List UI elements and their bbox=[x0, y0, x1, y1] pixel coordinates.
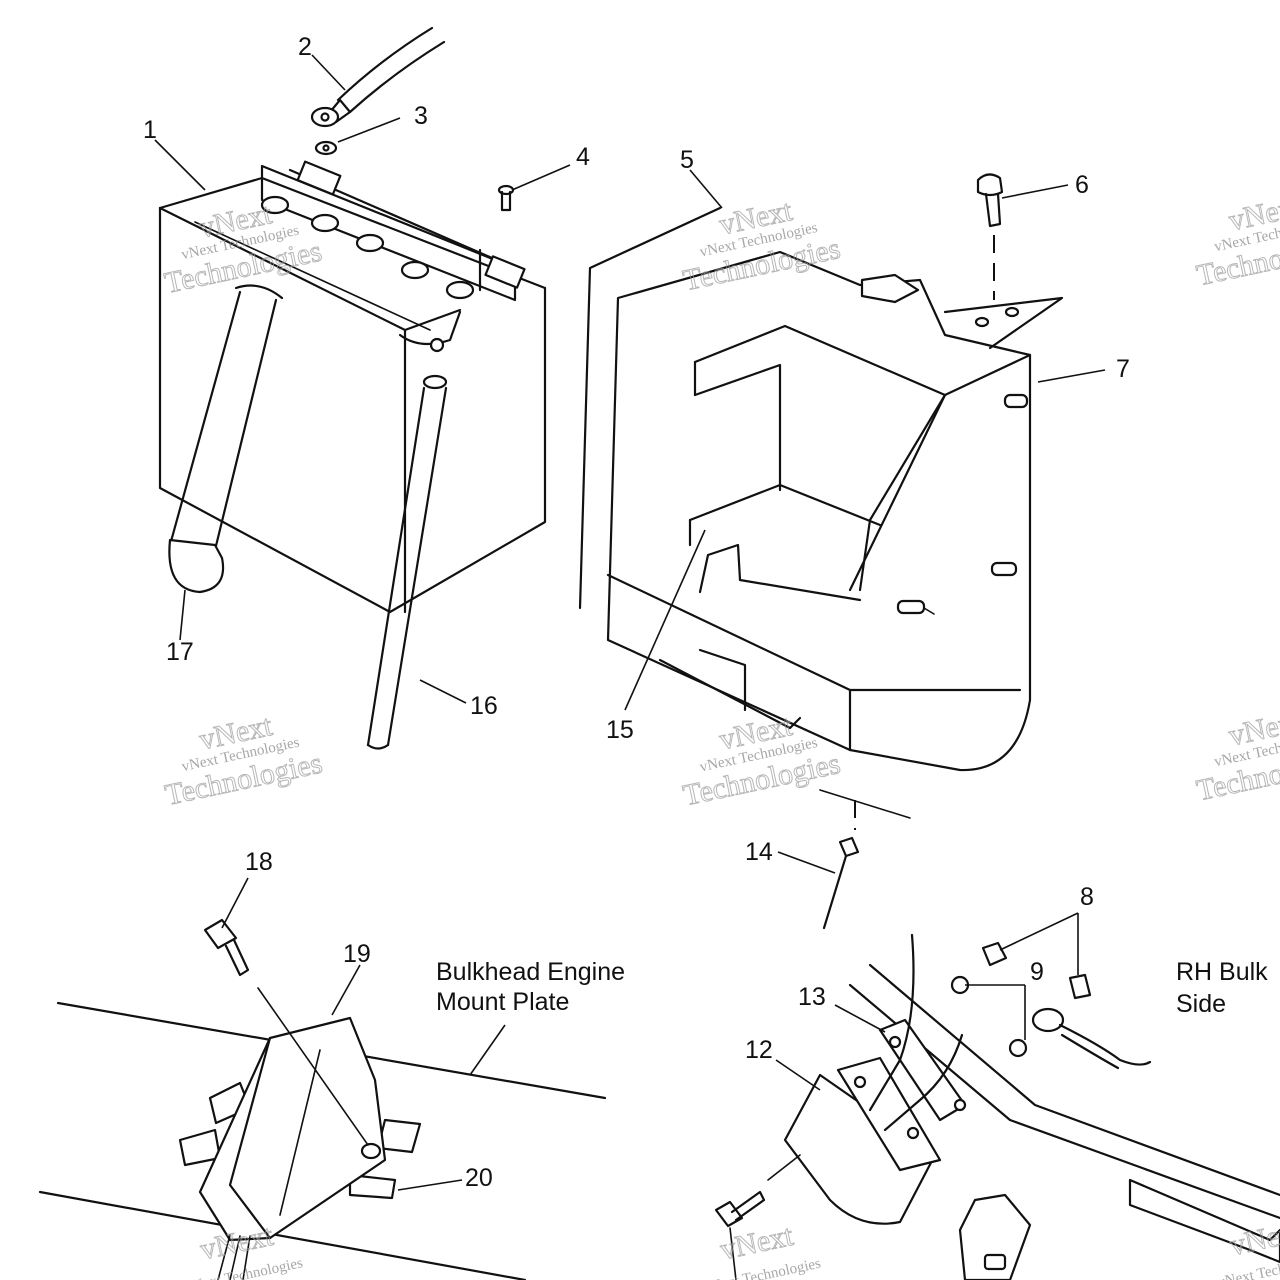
callout-2: 2 bbox=[298, 33, 312, 61]
callout-5: 5 bbox=[680, 146, 694, 174]
callout-15: 15 bbox=[606, 716, 634, 744]
callout-19: 19 bbox=[343, 940, 371, 968]
callout-9: 9 bbox=[1030, 958, 1044, 986]
bolt-4 bbox=[497, 184, 515, 212]
watermark-8: vNext vNext Technologies bbox=[702, 1218, 823, 1280]
solenoid-assembly bbox=[783, 933, 1280, 1280]
callout-17: 17 bbox=[166, 638, 194, 666]
callout-3: 3 bbox=[414, 102, 428, 130]
battery-strap bbox=[168, 284, 284, 594]
watermark-5: vNext vNext Technologies Technologies bbox=[680, 708, 844, 812]
battery-box bbox=[578, 206, 1064, 772]
note-bulkhead-line1: Bulkhead Engine bbox=[436, 958, 625, 986]
bolt-solenoid bbox=[714, 1154, 801, 1280]
watermark-1: vNext vNext Technologies Technologies bbox=[161, 197, 325, 301]
callout-1: 1 bbox=[143, 116, 157, 144]
svg-text:vNext: vNext bbox=[197, 1219, 276, 1267]
note-rh-line1: RH Bulk bbox=[1176, 958, 1268, 986]
callout-12: 12 bbox=[745, 1036, 773, 1064]
callout-7: 7 bbox=[1116, 355, 1130, 383]
callout-8: 8 bbox=[1080, 883, 1094, 911]
rivet-14 bbox=[819, 789, 911, 930]
bulkhead-plate bbox=[38, 1001, 607, 1280]
watermark-3: vNext vNext Technologies Technologies bbox=[1193, 189, 1280, 293]
callout-18: 18 bbox=[245, 848, 273, 876]
callout-4: 4 bbox=[576, 143, 590, 171]
callout-14: 14 bbox=[745, 838, 773, 866]
vent-hose bbox=[366, 374, 448, 750]
diagram-notes: Bulkhead Engine Mount Plate RH Bulk Side bbox=[436, 958, 1268, 1018]
battery-cable bbox=[310, 26, 446, 156]
bolt-6 bbox=[976, 173, 1004, 300]
note-bulkhead-line2: Mount Plate bbox=[436, 988, 569, 1016]
watermark-2: vNext vNext Technologies Technologies bbox=[680, 193, 844, 297]
callout-labels: 1 2 3 4 5 6 7 8 9 12 13 14 15 16 17 18 1… bbox=[143, 33, 1130, 1192]
watermark-4: vNext vNext Technologies Technologies bbox=[162, 708, 326, 812]
callout-6: 6 bbox=[1075, 171, 1089, 199]
watermark-6: vNext vNext Technologies Technologies bbox=[1193, 704, 1280, 808]
callout-16: 16 bbox=[470, 692, 498, 720]
note-rh-line2: Side bbox=[1176, 990, 1226, 1018]
leader-lines bbox=[154, 54, 1106, 1191]
callout-20: 20 bbox=[465, 1164, 493, 1192]
callout-13: 13 bbox=[798, 983, 826, 1011]
battery bbox=[158, 160, 547, 614]
svg-text:vNext Technologies: vNext Technologies bbox=[702, 1256, 823, 1280]
bolt-18 bbox=[203, 918, 369, 1146]
